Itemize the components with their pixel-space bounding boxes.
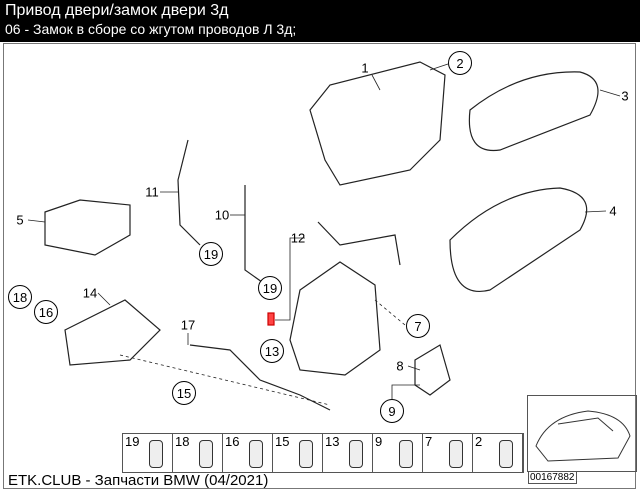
lock-body [289,261,381,376]
callout-11[interactable]: 11 [145,184,159,200]
small-part-label: 13 [325,434,340,449]
fastener-icon [149,440,163,468]
callout-1[interactable]: 1 [361,60,369,76]
callout-4[interactable]: 4 [609,203,617,219]
callout-15[interactable]: 15 [172,381,196,405]
small-part-label: 19 [125,434,140,449]
footer-text: ETK.CLUB - Запчасти BMW (04/2021) [8,472,269,489]
fastener-icon [299,440,313,468]
small-part-label: 18 [175,434,190,449]
diagram-code: 00167882 [528,471,577,484]
callout-7[interactable]: 7 [406,314,430,338]
rod-11 [177,139,201,246]
small-part-label: 9 [375,434,383,449]
callout-19[interactable]: 19 [199,242,223,266]
small-part-label: 15 [275,434,290,449]
page-title: Привод двери/замок двери 3д [5,2,229,19]
door-lock-carrier [309,61,446,186]
small-part-2[interactable]: 2 [473,434,523,472]
callout-16[interactable]: 16 [34,300,58,324]
diagram-frame [3,43,636,489]
outer-handle-top [468,71,599,152]
callout-8[interactable]: 8 [396,358,404,374]
car-thumbnail [527,395,637,472]
lock-striker [414,344,451,396]
outer-handle-bottom [449,187,588,292]
callout-3[interactable]: 3 [621,88,629,104]
small-part-18[interactable]: 18 [173,434,223,472]
small-part-label: 16 [225,434,240,449]
small-part-13[interactable]: 13 [323,434,373,472]
small-part-15[interactable]: 15 [273,434,323,472]
small-part-label: 7 [425,434,433,449]
header: Привод двери/замок двери 3д 06 - Замок в… [0,0,640,42]
callout-17[interactable]: 17 [180,317,196,333]
callout-9[interactable]: 9 [380,399,404,423]
callout-10[interactable]: 10 [214,207,230,223]
rod-10 [244,185,263,283]
fastener-icon [199,440,213,468]
small-part-19[interactable]: 19 [123,434,173,472]
callout-14[interactable]: 14 [82,285,98,301]
callout-19[interactable]: 19 [258,276,282,300]
small-part-label: 2 [475,434,483,449]
fastener-icon [399,440,413,468]
box-part [44,199,131,256]
callout-12[interactable]: 12 [290,230,306,246]
small-parts-strip: 19 18 16 15 13 9 7 2 [122,433,524,473]
wire-harness [317,221,401,266]
callout-2[interactable]: 2 [448,51,472,75]
fastener-icon [349,440,363,468]
callout-5[interactable]: 5 [16,212,24,228]
callout-13[interactable]: 13 [260,339,284,363]
fastener-icon [449,440,463,468]
page-subtitle: 06 - Замок в сборе со жгутом проводов Л … [5,21,297,37]
cable [189,344,331,411]
small-part-16[interactable]: 16 [223,434,273,472]
small-part-9[interactable]: 9 [373,434,423,472]
fastener-icon [249,440,263,468]
fastener-icon [499,440,513,468]
small-part-7[interactable]: 7 [423,434,473,472]
callout-18[interactable]: 18 [8,285,32,309]
mirror-bracket [64,299,161,366]
